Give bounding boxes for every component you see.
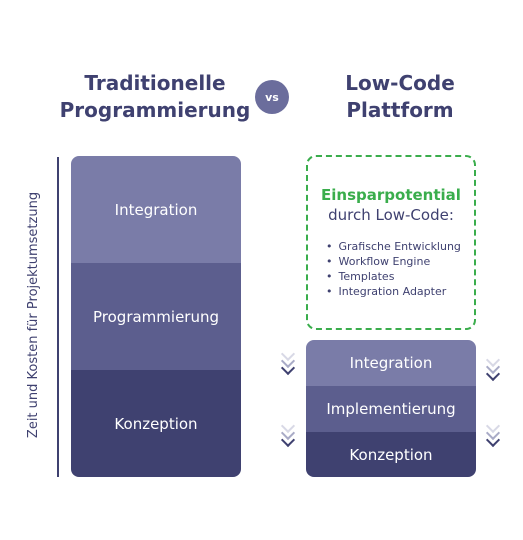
savings-item: Grafische Entwicklung	[326, 239, 474, 254]
savings-box: Einsparpotential durch Low-Code: Grafisc…	[306, 155, 476, 330]
savings-list: Grafische Entwicklung Workflow Engine Te…	[308, 239, 474, 299]
axis-line	[57, 157, 59, 477]
traditional-title-line2: Programmierung	[59, 98, 251, 122]
chevron-down-icon	[280, 418, 296, 448]
savings-item: Workflow Engine	[326, 254, 474, 269]
chevron-down-icon	[485, 352, 501, 382]
lowcode-stack: Integration Implementierung Konzeption	[306, 340, 476, 477]
savings-item: Templates	[326, 269, 474, 284]
savings-title: Einsparpotential	[321, 186, 461, 204]
lowcode-segment-integration: Integration	[306, 340, 476, 386]
chevron-down-icon	[280, 346, 296, 376]
traditional-segment-programmierung: Programmierung	[71, 263, 241, 370]
chevron-down-icon	[485, 418, 501, 448]
traditional-segment-konzeption: Konzeption	[71, 370, 241, 477]
vs-badge: vs	[255, 80, 289, 114]
lowcode-title: Low-Code Plattform	[300, 70, 500, 124]
savings-item: Integration Adapter	[326, 284, 474, 299]
lowcode-title-line2: Plattform	[346, 98, 454, 122]
traditional-segment-integration: Integration	[71, 156, 241, 263]
axis-label: Zeit und Kosten für Projektumsetzung	[26, 191, 41, 439]
lowcode-segment-implementierung: Implementierung	[306, 386, 476, 432]
savings-subtitle: durch Low-Code:	[328, 206, 454, 224]
traditional-title-line1: Traditionelle	[84, 71, 226, 95]
lowcode-segment-konzeption: Konzeption	[306, 432, 476, 477]
traditional-title: Traditionelle Programmierung	[55, 70, 255, 124]
lowcode-title-line1: Low-Code	[345, 71, 455, 95]
traditional-stack: Integration Programmierung Konzeption	[71, 156, 241, 477]
